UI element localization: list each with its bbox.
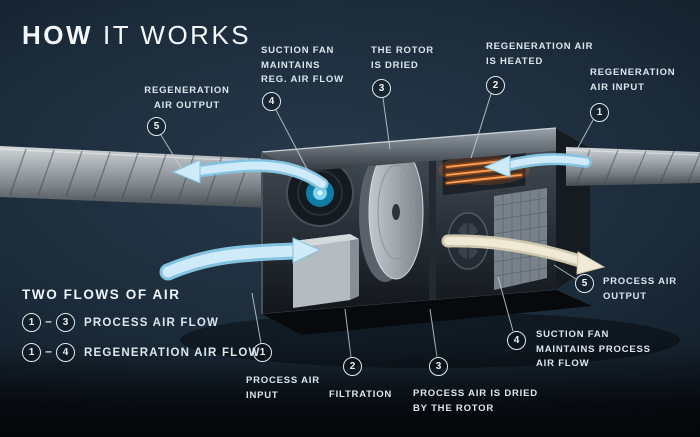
page-title: HOW IT WORKS	[22, 20, 251, 51]
legend-dash-regeneration: –	[45, 344, 52, 358]
rotor	[359, 144, 424, 282]
title-it-works: IT WORKS	[103, 20, 252, 50]
callout-circle-suction-fan-reg: 4	[262, 92, 281, 111]
callout-circle-process-air-dried: 3	[429, 357, 448, 376]
flow-arrows	[159, 153, 606, 281]
legend-label-process-air-flow: PROCESS AIR FLOW	[84, 317, 220, 329]
process-air-input-arrow	[159, 237, 322, 281]
duct-right-seams	[575, 149, 700, 186]
machine-top-face	[262, 128, 590, 172]
callout-label-process-air-output: PROCESS AIR OUTPUT	[603, 276, 677, 302]
callout-label-suction-fan-reg: SUCTION FAN MAINTAINS REG. AIR FLOW	[261, 45, 344, 86]
machine-base	[262, 290, 592, 335]
duct-right	[565, 147, 700, 186]
legend-circle-process-to: 3	[56, 313, 75, 332]
callout-circle-process-air-output: 5	[575, 274, 594, 293]
callout-label-suction-fan-process: SUCTION FAN MAINTAINS PROCESS AIR FLOW	[536, 329, 651, 370]
regeneration-air-input-arrow	[483, 153, 592, 178]
legend-circle-regeneration-from: 1	[22, 343, 41, 362]
callout-circle-regeneration-air-input: 1	[590, 103, 609, 122]
callout-label-regeneration-air-input: REGENERATION AIR INPUT	[590, 67, 676, 93]
legend-circle-regeneration-to: 4	[56, 343, 75, 362]
callout-circle-filtration: 2	[343, 357, 362, 376]
process-air-output-arrow	[441, 234, 606, 275]
mesh-panel	[493, 188, 548, 290]
legend-circle-process-from: 1	[22, 313, 41, 332]
divider-wall	[429, 139, 436, 302]
legend-dash-process: –	[45, 314, 52, 328]
callout-circle-rotor-dried: 3	[372, 79, 391, 98]
callout-circle-regeneration-air-heated: 2	[486, 76, 505, 95]
callout-label-rotor-dried: THE ROTOR IS DRIED	[371, 45, 434, 71]
title-how: HOW	[22, 20, 94, 50]
callout-label-regeneration-air-heated: REGENERATION AIR IS HEATED	[486, 41, 594, 67]
callout-label-filtration: FILTRATION	[329, 389, 393, 400]
callout-label-process-air-dried: PROCESS AIR IS DRIED BY THE ROTOR	[413, 388, 538, 414]
callout-circle-regeneration-air-output: 5	[147, 117, 166, 136]
duct-left	[0, 146, 271, 208]
callout-circle-suction-fan-process: 4	[507, 331, 526, 350]
callout-label-regeneration-air-output: REGENERATION AIR OUTPUT	[144, 85, 230, 111]
callout-label-process-air-input: PROCESS AIR INPUT	[246, 375, 320, 401]
legend-label-regeneration-air-flow: REGENERATION AIR FLOW	[84, 347, 261, 359]
callout-circle-process-air-input: 1	[253, 343, 272, 362]
legend-heading: TWO FLOWS OF AIR	[22, 287, 181, 302]
regeneration-air-output-arrow	[171, 159, 329, 191]
